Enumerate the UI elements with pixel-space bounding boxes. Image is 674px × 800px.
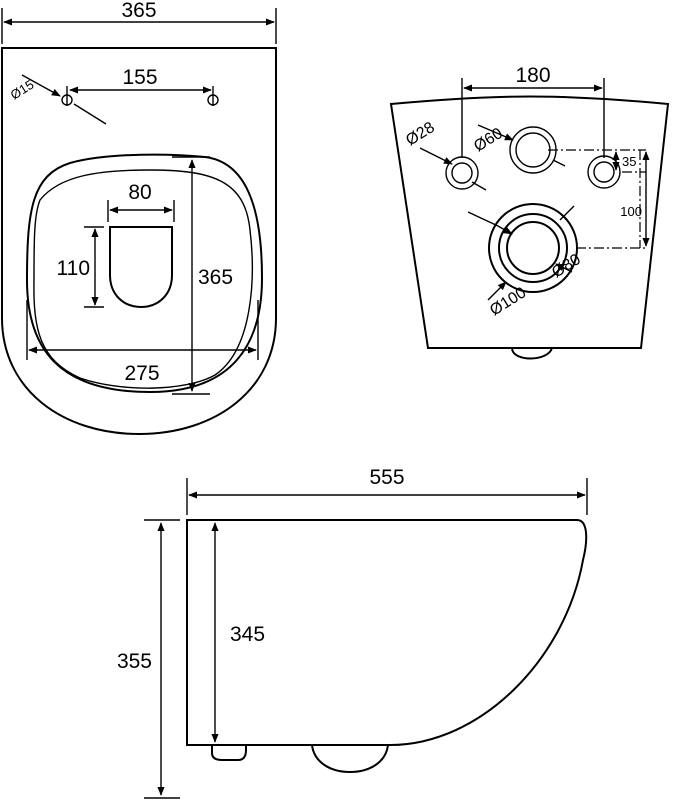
- bolt-hole-right-inner: [593, 161, 615, 183]
- outlet-mid: [498, 213, 568, 283]
- bowl-opening: [109, 226, 173, 309]
- dim-bowl-length: 365: [198, 266, 233, 289]
- dim-opening-length: 110: [57, 257, 90, 280]
- bolt-hole-left-outer: [445, 156, 479, 190]
- dim-hole-spacing: 155: [122, 66, 157, 89]
- side-outline: [186, 519, 588, 746]
- side-rear-foot: [211, 745, 247, 761]
- bolt-hole-left-inner: [451, 162, 473, 184]
- dim-outlet-outer-diameter: Ø100: [487, 284, 529, 319]
- seat-inner: [33, 169, 253, 389]
- side-outlet-foot: [311, 744, 389, 774]
- rear-view: 180 Ø28 Ø60 35 100: [389, 64, 670, 360]
- dim-bolt-diameter: Ø28: [403, 119, 438, 149]
- rear-outline: [389, 95, 670, 349]
- dim-opening-width: 80: [128, 181, 151, 204]
- bolt-hole-right-outer: [587, 155, 621, 189]
- dim-height-total: 355: [117, 650, 152, 673]
- dim-overall-width: 365: [121, 0, 156, 22]
- top-view: 365 155 Ø15 80 110 365: [1, 0, 277, 436]
- dim-height-body: 345: [230, 623, 265, 646]
- dim-bowl-width: 275: [124, 362, 159, 385]
- rear-foot: [511, 347, 553, 360]
- dim-outlet-height: 100: [620, 204, 642, 219]
- bowl-outline: [1, 47, 277, 436]
- water-inlet-inner: [515, 132, 551, 168]
- dim-bolt-offset: 35: [622, 154, 636, 169]
- side-view: 555 355 345: [117, 466, 588, 799]
- outlet-inner: [506, 221, 560, 275]
- outlet-outer: [488, 203, 578, 293]
- dim-inlet-diameter: Ø60: [471, 125, 506, 155]
- dim-length: 555: [369, 466, 404, 489]
- dim-bolt-spacing: 180: [515, 64, 550, 87]
